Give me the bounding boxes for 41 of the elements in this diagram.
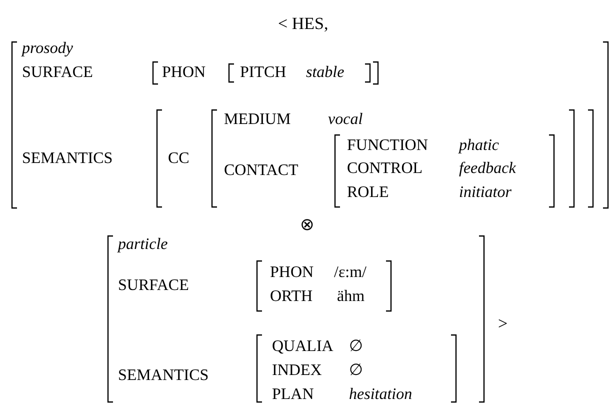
feature-value: particle: [118, 235, 168, 255]
feature-value: feedback: [459, 159, 516, 179]
feature-name: PLAN: [272, 385, 314, 405]
operator-symbol: < HES,: [278, 13, 328, 35]
feature-name: ROLE: [347, 183, 389, 203]
feature-value: stable: [306, 63, 344, 83]
feature-name: PHON: [162, 63, 206, 83]
feature-value: phatic: [459, 136, 499, 156]
feature-name: SURFACE: [22, 63, 93, 83]
feature-name: QUALIA: [272, 337, 334, 357]
feature-name: PHON: [270, 263, 314, 283]
feature-name: CONTROL: [347, 159, 423, 179]
operator-symbol: >: [498, 313, 508, 335]
feature-name: SEMANTICS: [22, 149, 113, 169]
feature-name: ∅: [349, 337, 363, 357]
attribute-matrix: [212, 110, 574, 207]
attribute-matrix: [108, 236, 484, 402]
feature-value: prosody: [22, 39, 73, 59]
feature-name: ORTH: [270, 287, 313, 307]
operator-symbol: ⊗: [300, 214, 314, 236]
attribute-matrix: [335, 135, 554, 207]
attribute-matrix: [229, 64, 370, 82]
feature-name: ∅: [349, 361, 363, 381]
attribute-matrix: [153, 62, 378, 84]
attribute-matrix: [12, 42, 608, 208]
attribute-matrix: [257, 335, 456, 402]
feature-value: hesitation: [349, 385, 412, 405]
feature-name: CC: [168, 149, 190, 169]
feature-value: vocal: [328, 110, 363, 130]
feature-value: initiator: [459, 183, 512, 203]
feature-name: SURFACE: [118, 276, 189, 296]
feature-name: MEDIUM: [224, 110, 291, 130]
attribute-matrix: [157, 110, 593, 207]
feature-name: SEMANTICS: [118, 366, 209, 386]
feature-name: ähm: [337, 287, 365, 307]
feature-name: INDEX: [272, 361, 322, 381]
feature-name: FUNCTION: [347, 136, 428, 156]
attribute-matrix: [257, 261, 391, 311]
feature-name: /ε:m/: [334, 263, 366, 283]
feature-name: PITCH: [240, 63, 286, 83]
feature-name: CONTACT: [224, 161, 298, 181]
